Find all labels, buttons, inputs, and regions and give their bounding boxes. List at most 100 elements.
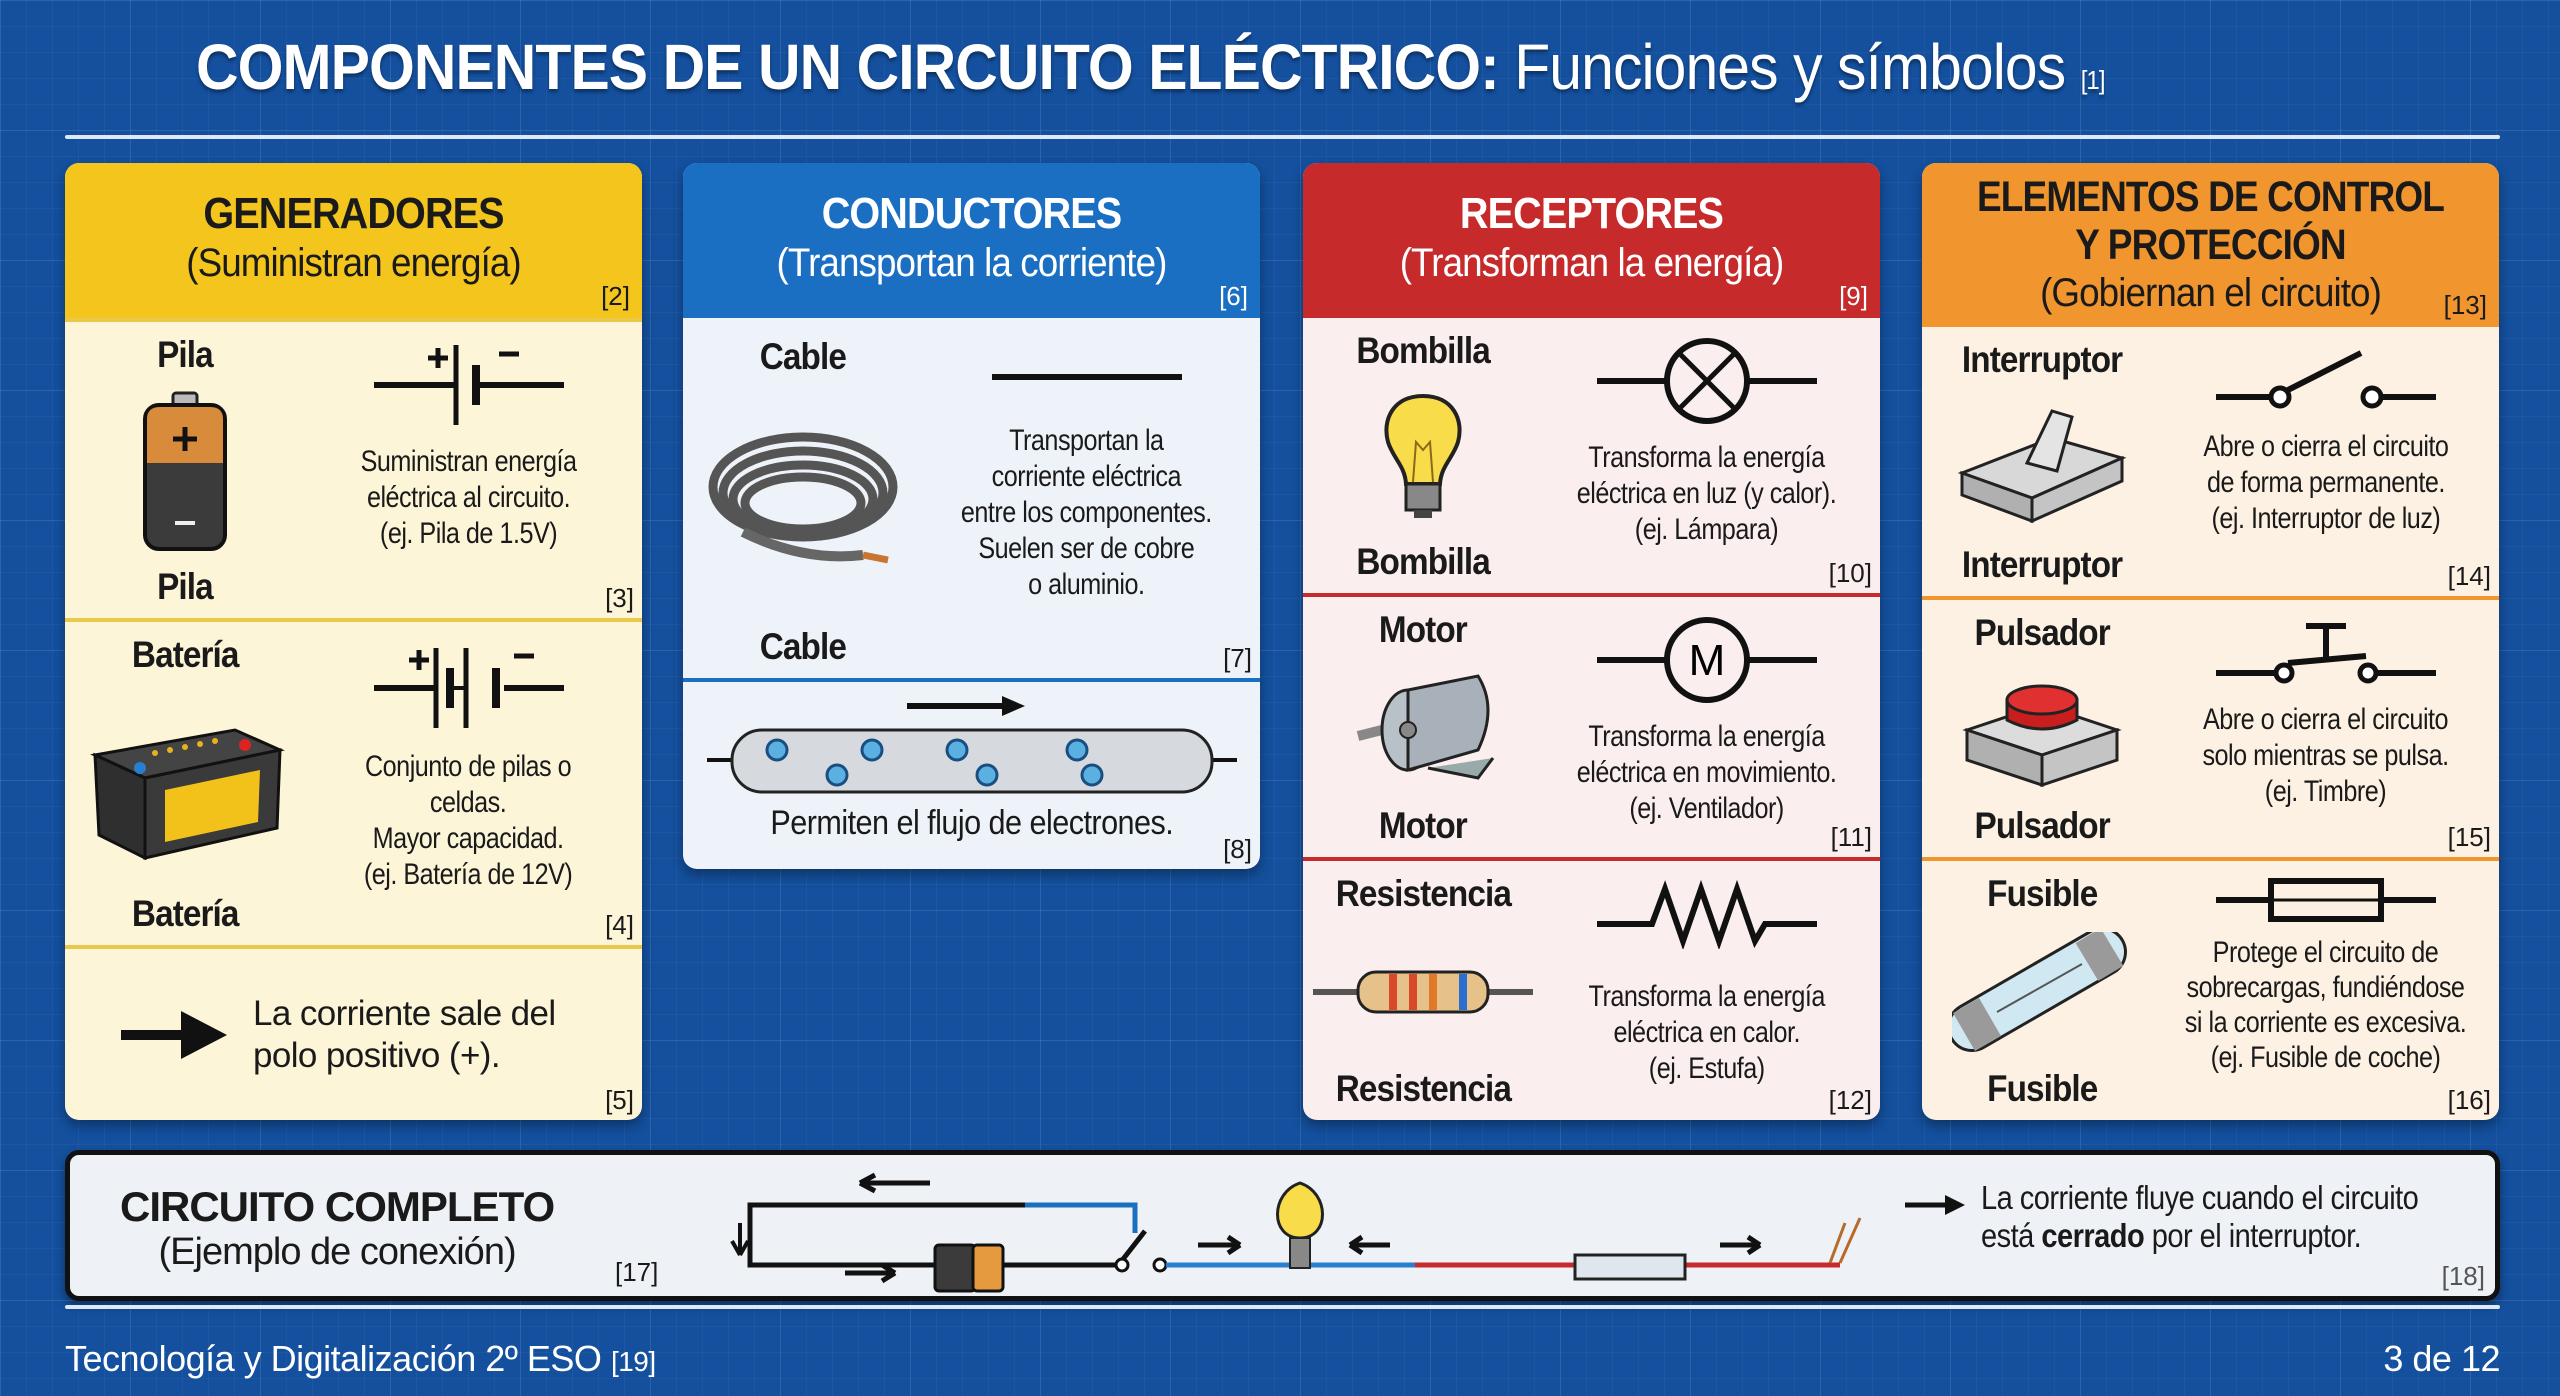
circuit-title: CIRCUITO COMPLETO xyxy=(120,1183,555,1230)
item-name: Bombilla xyxy=(1356,330,1490,371)
card-header: ELEMENTOS DE CONTROL Y PROTECCIÓN (Gobie… xyxy=(1922,163,2499,327)
reference: [15] xyxy=(2447,822,2491,852)
fuse-icon xyxy=(1952,931,2127,1052)
motor-icon xyxy=(1356,674,1495,780)
item-name: Bombilla xyxy=(1356,541,1490,582)
card-subtitle: (Suministran energía) xyxy=(186,241,521,285)
car-battery-icon xyxy=(90,727,285,860)
complete-circuit-panel: CIRCUITO COMPLETO (Ejemplo de conexión) … xyxy=(65,1150,2500,1301)
reference: [9] xyxy=(1839,281,1868,311)
electron-flow-icon xyxy=(706,696,1237,794)
battery-symbol-icon xyxy=(373,648,564,728)
card-conductores: CONDUCTORES (Transportan la corriente) [… xyxy=(683,163,1260,869)
item-name: Pila xyxy=(157,566,214,607)
cable-coil-icon xyxy=(708,432,898,564)
arrow-right-icon xyxy=(1905,1195,1965,1215)
item-name: Pulsador xyxy=(1974,612,2110,653)
item-name: Batería xyxy=(131,634,240,675)
item-name: Interruptor xyxy=(1961,339,2123,380)
motor-symbol-icon: M xyxy=(1596,617,1817,703)
card-receptores: RECEPTORES (Transforman la energía) [9] … xyxy=(1303,163,1880,1120)
card-subtitle: (Gobiernan el circuito) xyxy=(2040,271,2382,315)
motor-symbol-letter: M xyxy=(1688,636,1725,685)
switch-symbol-icon xyxy=(2215,350,2436,409)
wire-symbol-icon xyxy=(991,374,1182,380)
reference: [17] xyxy=(615,1257,659,1287)
card-title: ELEMENTOS DE CONTROL xyxy=(1976,173,2445,221)
reference: [7] xyxy=(1223,643,1252,673)
flow-text: Permiten el flujo de electrones. xyxy=(770,804,1173,842)
card-control-proteccion: ELEMENTOS DE CONTROL Y PROTECCIÓN (Gobie… xyxy=(1922,163,2499,1120)
light-bulb-icon xyxy=(1384,393,1462,518)
item-name: Fusible xyxy=(1986,1068,2098,1109)
resistor-icon xyxy=(1313,970,1533,1013)
reference: [13] xyxy=(2443,290,2487,320)
electron-flow: Permiten el flujo de electrones. [8] xyxy=(683,678,1260,869)
page-indicator: 3 de 12 xyxy=(2383,1338,2500,1379)
circuit-heading: CIRCUITO COMPLETO (Ejemplo de conexión) xyxy=(120,1183,555,1274)
footer-divider xyxy=(65,1305,2500,1309)
item-interruptor: Interruptor Interruptor Abre o cierra el… xyxy=(1922,327,2499,596)
item-pulsador: Pulsador Pulsador Abre o cierra el circu… xyxy=(1922,596,2499,857)
item-name: Fusible xyxy=(1986,873,2098,914)
lamp-symbol-icon xyxy=(1596,338,1817,424)
reference: [3] xyxy=(605,583,634,613)
title-divider xyxy=(65,135,2500,139)
item-name: Motor xyxy=(1379,805,1468,846)
card-subtitle: (Transforman la energía) xyxy=(1399,241,1784,285)
item-name: Cable xyxy=(759,336,847,377)
card-header: RECEPTORES (Transforman la energía) [9] xyxy=(1303,163,1880,318)
switch-icon xyxy=(1957,408,2127,523)
arrow-right-icon xyxy=(121,1010,227,1059)
card-title: GENERADORES xyxy=(203,189,504,238)
footer-course: Tecnología y Digitalización 2º ESO [19] xyxy=(65,1338,656,1379)
reference: [5] xyxy=(605,1085,634,1115)
reference: [18] xyxy=(2441,1261,2485,1291)
cell-symbol-icon xyxy=(373,345,564,425)
resistor-symbol-icon xyxy=(1596,879,1817,949)
item-name: Pila xyxy=(157,334,214,375)
page-title: COMPONENTES DE UN CIRCUITO ELÉCTRICO: Fu… xyxy=(196,31,2105,103)
item-name: Batería xyxy=(131,893,240,934)
item-resistencia: Resistencia Resistencia Transforma la en… xyxy=(1303,857,1880,1120)
card-generadores: GENERADORES (Suministran energía) [2] Pi… xyxy=(65,163,642,1120)
card-title: Y PROTECCIÓN xyxy=(2075,221,2346,269)
reference: [6] xyxy=(1219,281,1248,311)
card-header: CONDUCTORES (Transportan la corriente) [… xyxy=(683,163,1260,318)
item-name: Cable xyxy=(759,626,847,667)
push-button-symbol-icon xyxy=(2215,623,2436,684)
card-header: GENERADORES (Suministran energía) [2] xyxy=(65,163,642,318)
item-name: Interruptor xyxy=(1961,544,2123,585)
push-button-icon xyxy=(1962,684,2122,787)
card-title: RECEPTORES xyxy=(1459,189,1724,238)
circuit-subtitle: (Ejemplo de conexión) xyxy=(158,1231,517,1273)
reference: [16] xyxy=(2447,1085,2491,1115)
item-name: Resistencia xyxy=(1335,1068,1511,1109)
card-title: CONDUCTORES xyxy=(821,189,1123,238)
card-subtitle: (Transportan la corriente) xyxy=(776,241,1168,285)
reference: [10] xyxy=(1828,558,1872,588)
reference: [4] xyxy=(605,910,634,940)
reference: [12] xyxy=(1828,1085,1872,1115)
reference: [8] xyxy=(1223,834,1252,864)
battery-cell-icon xyxy=(143,391,227,551)
reference: [2] xyxy=(601,281,630,311)
item-name: Resistencia xyxy=(1335,873,1511,914)
item-name: Motor xyxy=(1379,609,1468,650)
